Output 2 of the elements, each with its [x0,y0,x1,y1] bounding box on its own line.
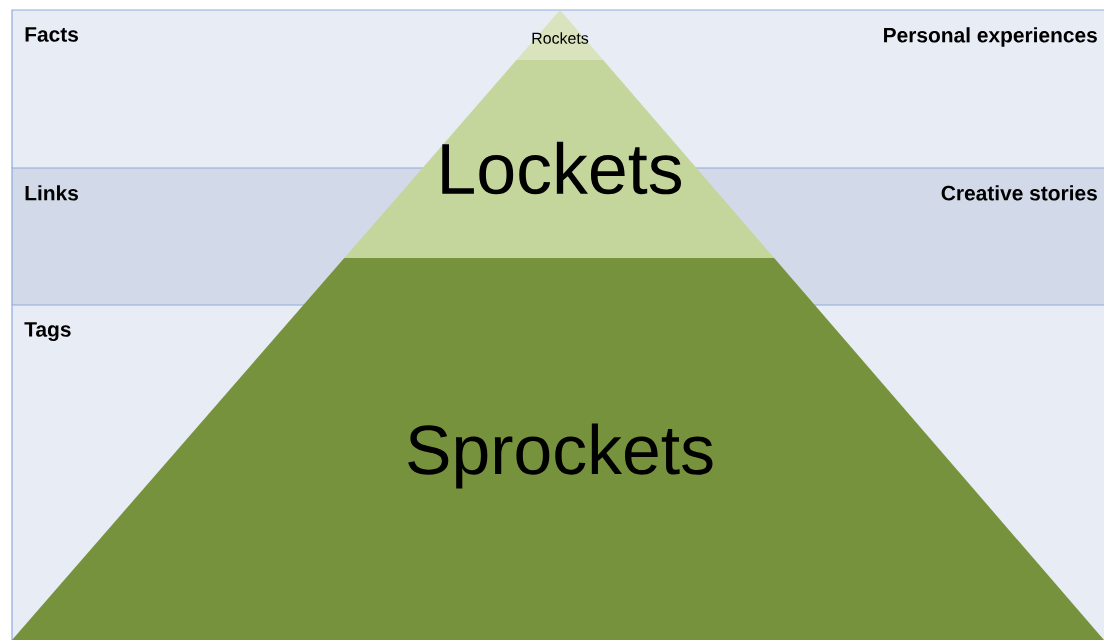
pyramid-level: Lockets [344,60,775,258]
pyramid-level: Rockets [516,10,604,60]
